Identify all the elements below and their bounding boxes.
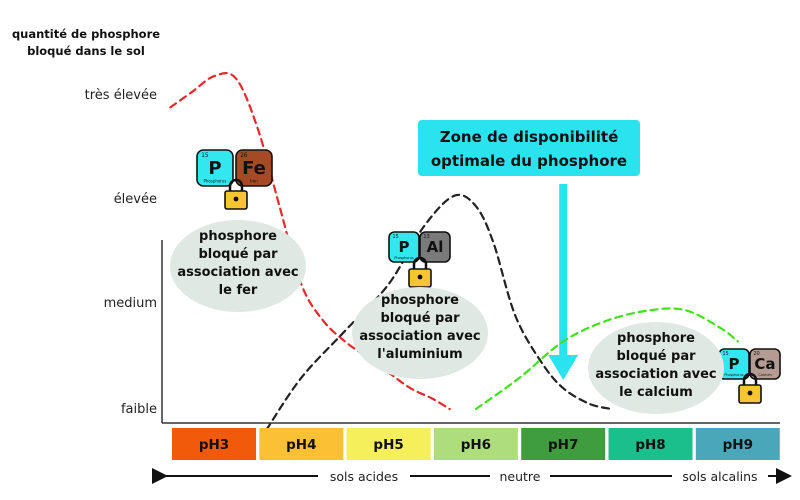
series-lines (169, 72, 739, 431)
ph-label-ph9: pH9 (723, 437, 753, 453)
bubble-fer-line-4: le fer (219, 283, 258, 298)
p-aluminium-element-name: Phosphorus (394, 256, 413, 260)
fe-fer-atomic-number: 26 (240, 153, 248, 159)
p-fer-element-tile (196, 149, 234, 187)
y-tick-label-elevee: élevée (114, 192, 157, 207)
bottom-label-alcalins: sols alcalins (682, 469, 757, 484)
ph-label-ph4: pH4 (286, 437, 316, 453)
bubble-calcium-line-1: phosphore (617, 331, 695, 346)
p-fer-symbol: P (208, 158, 221, 179)
ca-calcium-symbol: Ca (754, 355, 775, 373)
y-tick-label-tres-elevee: très élevée (85, 88, 157, 103)
bottom-label-neutre: neutre (500, 469, 541, 484)
zone-callout-line-2: optimale du phosphore (431, 152, 627, 170)
bottom-label-acides: sols acides (330, 469, 398, 484)
aluminium-lock-shackle (412, 256, 428, 270)
bubble-aluminium (352, 287, 488, 379)
ca-calcium-element-tile (749, 348, 781, 380)
p-aluminium-element-tile (388, 231, 420, 263)
element-icons: 15PPhosphorus26FeIron15PPhosphorus13Al15… (196, 149, 781, 404)
ph-box-ph4 (259, 428, 344, 460)
chart-shapes: Zone de disponibilité optimale du phospho… (418, 120, 640, 380)
p-fer-atomic-number: 15 (201, 153, 209, 159)
zone-arrow-head (548, 355, 579, 380)
y-axis-title-line-2: bloqué dans le sol (27, 44, 145, 58)
bubble-aluminium-line-1: phosphore (381, 293, 459, 308)
calcium-lock-shackle (742, 372, 758, 386)
aluminium-lock-keyhole (417, 274, 423, 280)
ph-box-ph6 (433, 428, 518, 460)
ph-label-ph3: pH3 (199, 437, 229, 453)
bottom-label-bg-alcalins (672, 466, 768, 486)
bubble-aluminium-line-3: association avec (359, 329, 480, 344)
bubble-fer-line-2: bloqué par (198, 247, 278, 262)
p-aluminium-atomic-number: 15 (393, 234, 399, 240)
al-aluminium-element-tile (419, 231, 451, 263)
calcium-curve (474, 307, 739, 411)
y-tick-label-faible: faible (121, 402, 157, 417)
ph-box-ph7 (521, 428, 606, 460)
ph-category-boxes: pH3 pH4 pH5 pH6 pH7 pH8 pH9 (172, 428, 780, 460)
zone-callout-box (418, 120, 640, 176)
ca-calcium-element-name: Calcium (758, 373, 771, 377)
fer-lock-keyhole (233, 196, 239, 202)
ph-box-ph5 (346, 428, 431, 460)
bubble-aluminium-line-2: bloqué par (380, 311, 460, 326)
ph-label-ph7: pH7 (548, 437, 578, 453)
bubble-fer-line-3: association avec (177, 265, 298, 280)
ph-box-ph3 (172, 428, 256, 460)
ph-box-ph8 (608, 428, 693, 460)
fer-lock-shackle (228, 178, 244, 192)
fe-fer-symbol: Fe (242, 158, 266, 179)
p-calcium-atomic-number: 15 (723, 351, 729, 357)
bubble-fer (170, 220, 306, 312)
bubble-fer-line-1: phosphore (199, 229, 277, 244)
bubble-calcium-line-3: association avec (595, 367, 716, 382)
calcium-lock-keyhole (747, 390, 753, 396)
ph-box-ph9 (695, 428, 780, 460)
y-tick-label-medium: medium (104, 296, 157, 311)
fe-fer-element-name: Iron (250, 178, 258, 183)
p-calcium-element-name: Phosphorus (724, 373, 743, 377)
zone-arrow-shaft (559, 184, 568, 358)
bottom-label-bg-acides (318, 466, 410, 486)
zone-callout-line-1: Zone de disponibilité (440, 128, 619, 146)
al-aluminium-symbol: Al (427, 238, 444, 256)
ca-calcium-atomic-number: 20 (754, 351, 760, 357)
p-fer-element-name: Phosphorus (204, 178, 227, 183)
aluminium-curve (265, 193, 613, 431)
bubble-calcium-line-4: le calcium (619, 385, 693, 400)
bubble-aluminium-line-4: l'aluminium (377, 347, 462, 362)
ph-label-ph6: pH6 (461, 437, 491, 453)
ph-label-ph8: pH8 (635, 437, 665, 453)
bottom-label-bg-neutre (490, 466, 550, 486)
p-calcium-symbol: P (729, 355, 740, 373)
y-axis-title-line-1: quantité de phosphore (12, 27, 160, 41)
ph-label-ph5: pH5 (373, 437, 403, 453)
p-aluminium-symbol: P (399, 238, 410, 256)
al-aluminium-atomic-number: 13 (424, 234, 430, 240)
bubble-calcium-line-2: bloqué par (616, 349, 696, 364)
fe-fer-element-tile (235, 149, 273, 187)
iron-curve (169, 72, 451, 411)
bubble-calcium (588, 322, 724, 414)
annotation-bubbles: phosphore bloqué par association avec le fe… (170, 220, 724, 414)
